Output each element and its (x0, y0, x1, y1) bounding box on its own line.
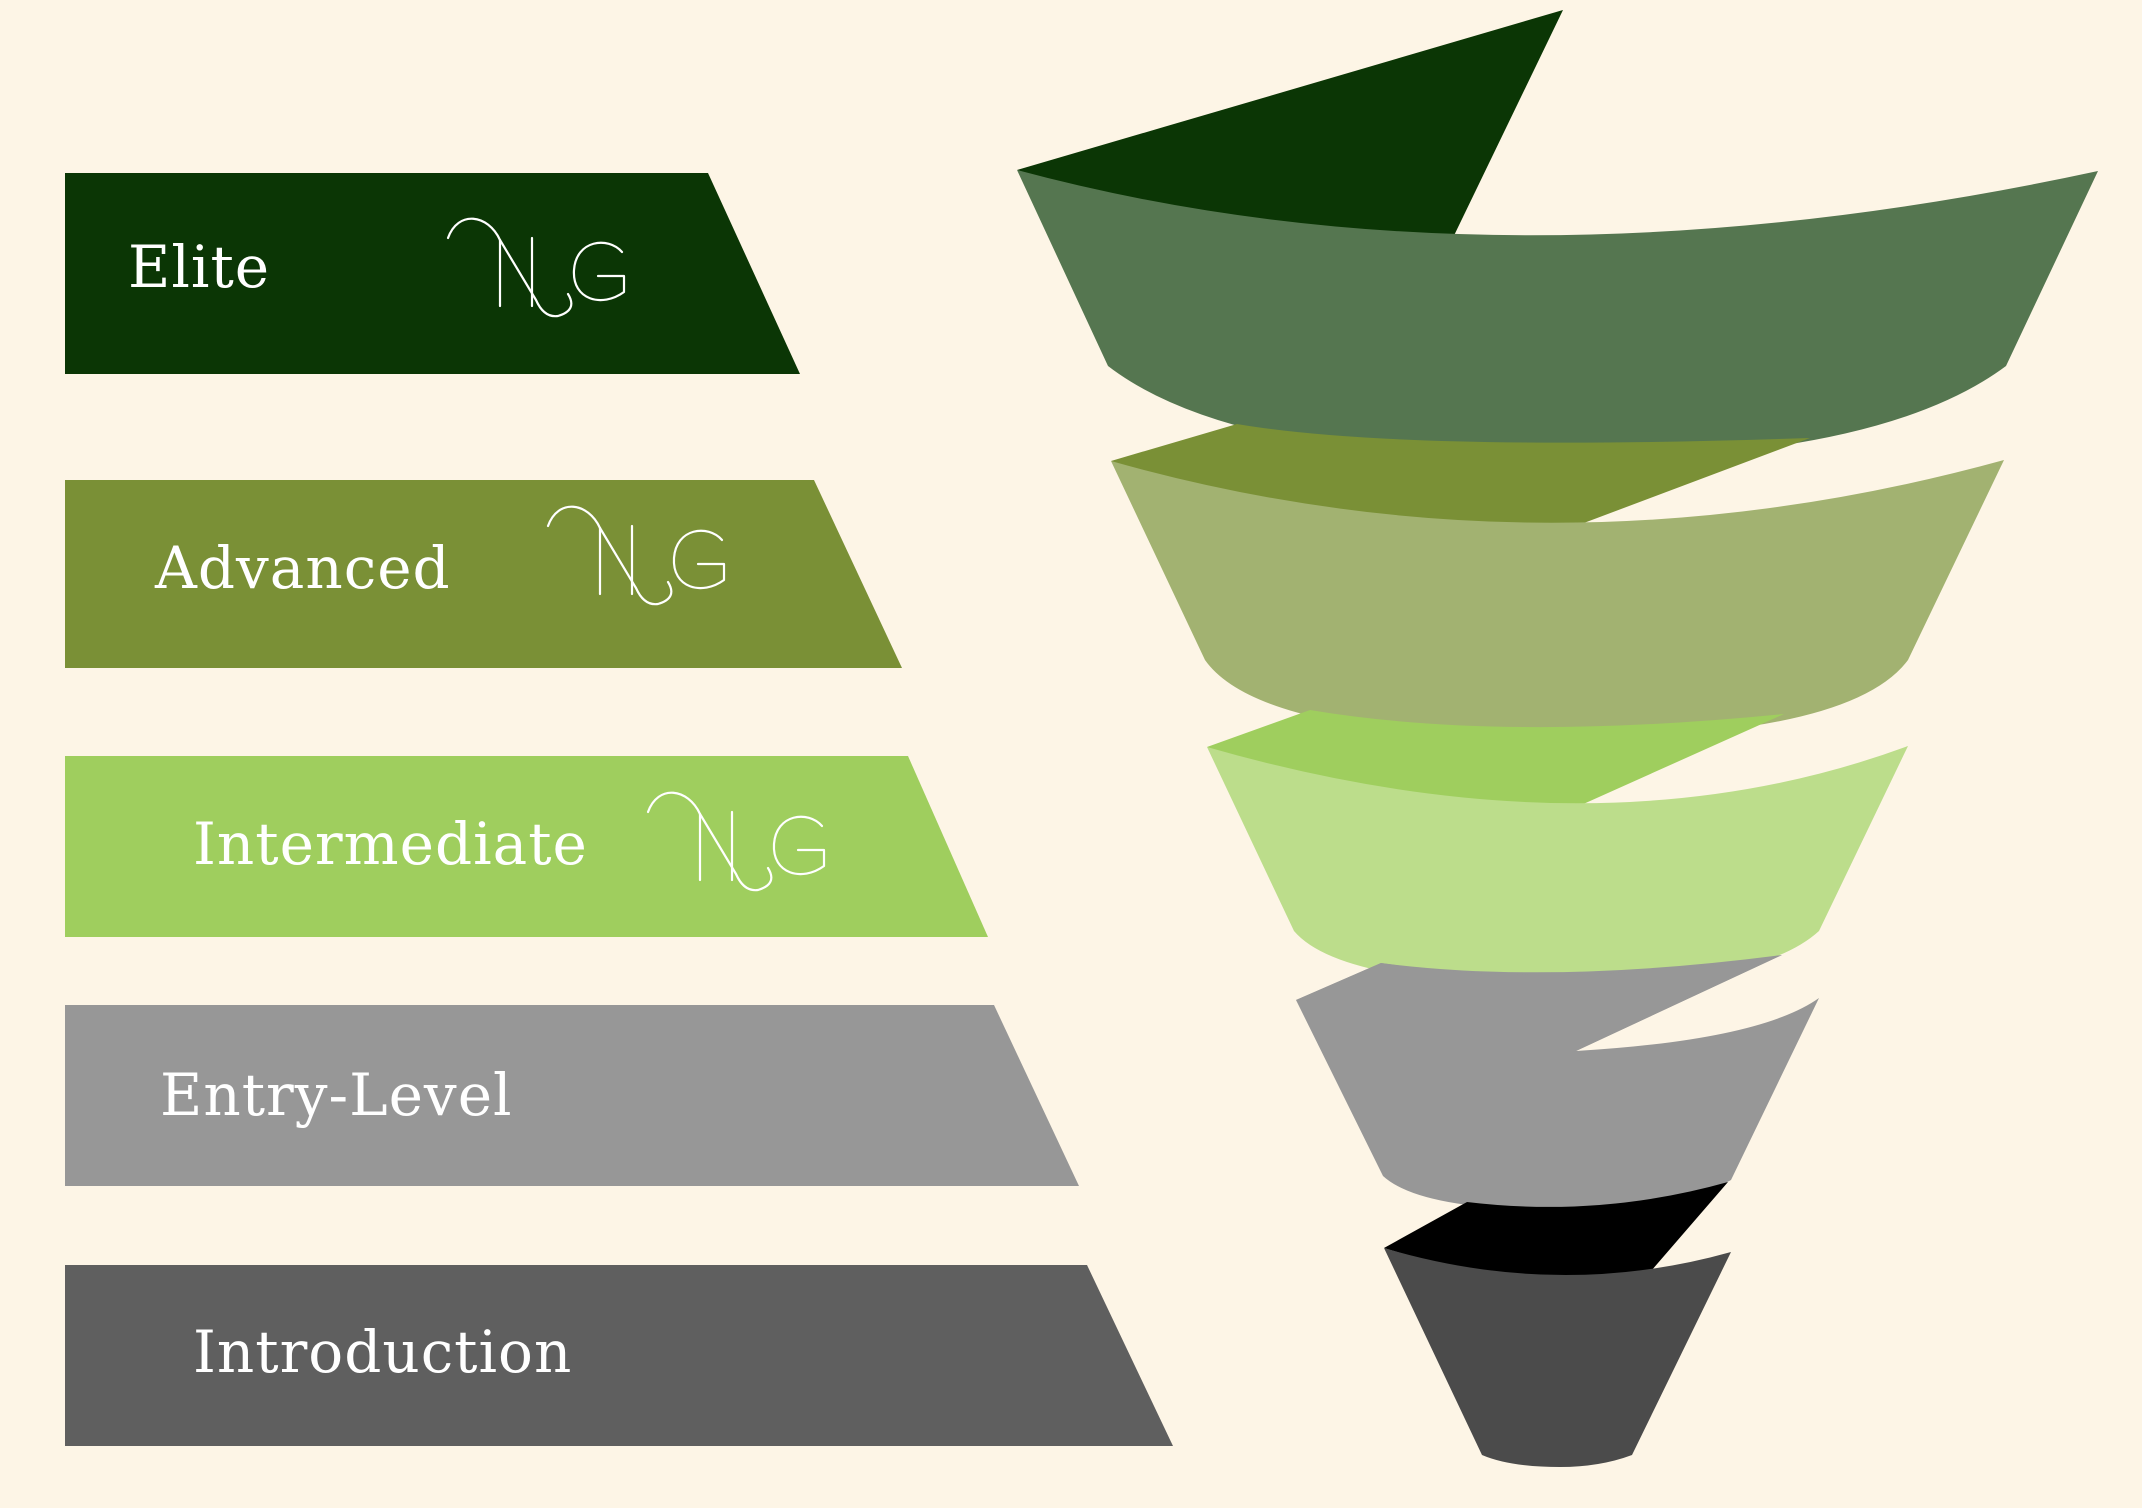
tier-banner-entry-level: Entry-Level (65, 1005, 1079, 1186)
banner-shape (65, 756, 988, 937)
tier-label-entry-level: Entry-Level (160, 1061, 513, 1129)
funnel-inner-top (1017, 10, 1563, 248)
tier-banners: Elite Advanced Intermediate Entry-Level (65, 173, 1173, 1446)
funnel-band-top (1017, 170, 2098, 460)
tier-label-advanced: Advanced (154, 534, 451, 602)
funnel-band-level-2 (1111, 460, 2004, 738)
tier-label-introduction: Introduction (193, 1318, 572, 1386)
banner-shape (65, 480, 902, 668)
tier-banner-advanced: Advanced (65, 480, 902, 668)
funnel-band-level-3 (1207, 746, 1908, 985)
tier-banner-elite: Elite (65, 173, 800, 374)
funnel-band-level-4 (1296, 955, 1819, 1210)
tier-banner-introduction: Introduction (65, 1265, 1173, 1446)
tier-label-elite: Elite (128, 233, 270, 301)
banner-shape (65, 1005, 1079, 1186)
funnel-inner-bottom (1384, 1182, 1728, 1279)
funnel-band-bottom (1384, 1248, 1731, 1467)
banner-shape (65, 173, 800, 374)
tier-banner-intermediate: Intermediate (65, 756, 988, 937)
tier-label-intermediate: Intermediate (193, 810, 588, 878)
banner-shape (65, 1265, 1173, 1446)
funnel (1017, 10, 2098, 1467)
